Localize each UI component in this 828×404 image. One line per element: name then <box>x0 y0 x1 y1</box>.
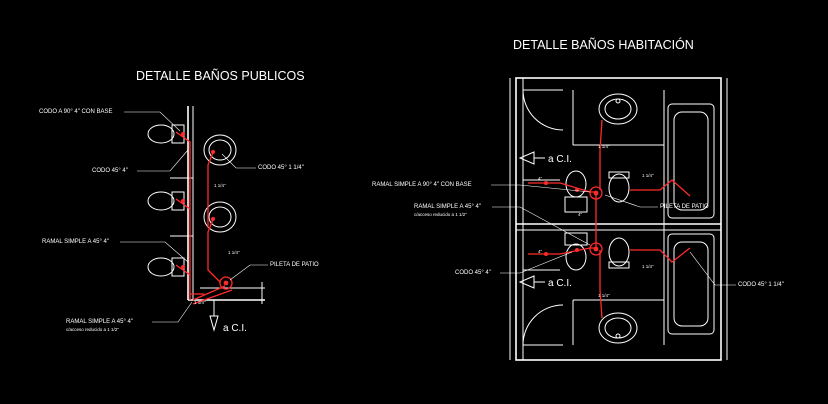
floor-drain-icon <box>589 242 603 256</box>
bidet <box>608 171 630 203</box>
outlet-arrow-icon <box>518 151 545 165</box>
left-label-codo-45-4: CODO 45° 4" <box>92 168 128 174</box>
elbow-icon <box>181 199 185 203</box>
elbow-icon <box>181 132 185 136</box>
public-bath-drainage <box>175 131 233 305</box>
left-label-ramal: RAMAL SIMPLE A 45° 4" <box>42 239 109 245</box>
room-bath-plan <box>509 77 728 361</box>
left-label-codo-base: CODO A 90° 4" CON BASE <box>39 109 113 115</box>
bidet <box>608 237 630 269</box>
right-label-ramal-acceso-1: RAMAL SIMPLE A 45° 4" <box>414 204 481 210</box>
right-label-ramal-acceso-2: c/acceso reducido a 1 1/2" <box>414 212 467 217</box>
public-bath-plan <box>147 106 265 304</box>
left-label-ramal-acceso-1: RAMAL SIMPLE A 45° 4" <box>66 319 133 325</box>
svg-text:4": 4" <box>578 212 583 217</box>
svg-text:1 1/4": 1 1/4" <box>598 144 610 149</box>
right-label-ramal-base: RAMAL SIMPLE A 90° 4" CON BASE <box>372 182 472 188</box>
svg-text:1 1/4": 1 1/4" <box>598 293 610 298</box>
room-bath-drainage <box>528 119 691 319</box>
bathtub <box>667 103 715 219</box>
lavatory <box>598 312 638 344</box>
toilet <box>564 170 588 213</box>
outlet-arrow-icon <box>518 275 545 289</box>
right-cj-bottom: a C.I. <box>548 278 572 289</box>
elbow-icon <box>575 188 579 192</box>
elbow-icon <box>575 248 579 252</box>
svg-text:1 1/4": 1 1/4" <box>214 183 226 188</box>
left-cj-label: a C.I. <box>223 323 247 334</box>
left-label-pileta: PILETA DE PATIO <box>270 262 319 268</box>
svg-text:1 1/4": 1 1/4" <box>228 250 240 255</box>
floor-drain-icon <box>219 276 233 290</box>
lavatory <box>203 134 237 166</box>
left-label-ramal-acceso-2: c/acceso reducido a 1 1/2" <box>66 327 119 332</box>
elbow-icon <box>181 265 185 269</box>
right-label-codo-45-114: CODO 45° 1 1/4" <box>738 282 784 288</box>
svg-text:1 1/4": 1 1/4" <box>642 173 654 178</box>
lavatory <box>598 93 638 125</box>
svg-text:4": 4" <box>538 176 543 181</box>
svg-text:1 1/4": 1 1/4" <box>642 264 654 269</box>
right-label-pileta: PILETA DE PATIO <box>660 204 709 210</box>
lavatory <box>203 201 237 233</box>
floor-drain-icon <box>589 186 603 200</box>
left-title: DETALLE BAÑOS PUBLICOS <box>136 69 305 83</box>
svg-text:4": 4" <box>538 249 543 254</box>
left-label-codo-45-114: CODO 45° 1 1/4" <box>258 165 304 171</box>
toilet <box>564 232 588 271</box>
bathtub <box>667 233 715 335</box>
right-label-codo-45-4: CODO 45° 4" <box>455 270 491 276</box>
right-title: DETALLE BAÑOS HABITACIÓN <box>513 37 694 52</box>
outlet-arrow-icon <box>209 300 219 332</box>
svg-text:1 1/4": 1 1/4" <box>194 300 206 305</box>
right-cj-top: a C.I. <box>548 154 572 165</box>
